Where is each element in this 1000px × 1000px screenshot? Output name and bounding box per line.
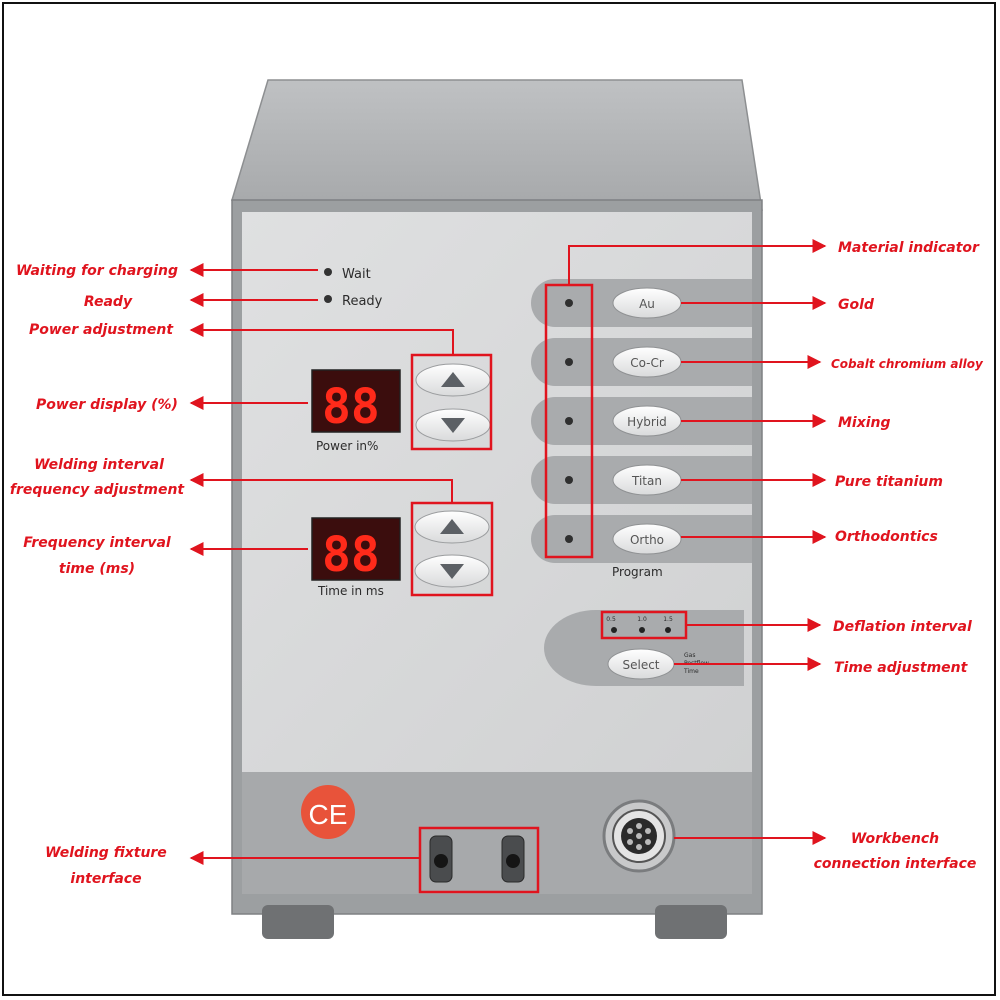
callout-gold: Gold xyxy=(838,297,875,313)
triangle-up-icon xyxy=(440,519,464,534)
callout-power-adjustment: Power adjustment xyxy=(29,322,174,338)
arrow-power-adjustment xyxy=(189,323,454,355)
gas-tick-label: 1.5 xyxy=(663,616,673,623)
power-digits: 88 xyxy=(322,379,380,435)
gas-led xyxy=(611,627,617,633)
gas-led xyxy=(639,627,645,633)
callout-arrows xyxy=(189,239,827,865)
ortho-button-label: Ortho xyxy=(630,533,664,547)
right-callouts: Material indicator Gold Cobalt chromium … xyxy=(814,240,984,872)
triangle-down-icon xyxy=(441,418,465,433)
power-display: 88 Power in% xyxy=(311,369,401,453)
callout-ready: Ready xyxy=(84,294,133,310)
callout-material-indicator: Material indicator xyxy=(838,240,980,256)
wait-label: Wait xyxy=(342,267,371,282)
callout-freq-adj-line2: frequency adjustment xyxy=(10,482,186,498)
material-led xyxy=(565,476,573,484)
time-digits: 88 xyxy=(322,527,380,583)
co-cr-button-label: Co-Cr xyxy=(630,356,664,370)
callout-workbench-line2: connection interface xyxy=(814,856,977,872)
foot-left xyxy=(262,905,334,939)
ortho-button[interactable] xyxy=(612,523,682,555)
left-callouts: Waiting for charging Ready Power adjustm… xyxy=(10,263,186,887)
material-led xyxy=(565,417,573,425)
callout-freq-adj-line1: Welding interval xyxy=(34,457,164,473)
wait-led xyxy=(324,268,332,276)
fixture-highlight xyxy=(418,826,540,894)
material-led xyxy=(565,535,573,543)
ready-led xyxy=(324,295,332,303)
callout-freq-time-line1: Frequency interval xyxy=(23,535,171,551)
arrow-material-indicator xyxy=(568,239,827,285)
callout-waiting: Waiting for charging xyxy=(16,263,178,279)
material-led xyxy=(565,358,573,366)
gas-tick-label: 1.0 xyxy=(637,616,647,623)
callout-time-adjustment: Time adjustment xyxy=(834,660,969,676)
status-indicators: Wait Ready xyxy=(324,267,383,309)
material-led xyxy=(565,299,573,307)
program-section: Au Co-Cr Hybrid Titan Ortho Program xyxy=(531,279,752,579)
welding-fixture-sockets xyxy=(429,835,525,883)
time-label: Time in ms xyxy=(317,584,384,598)
ce-mark-text: CE xyxy=(309,799,348,830)
select-button-label: Select xyxy=(622,658,659,672)
callout-deflation: Deflation interval xyxy=(833,619,972,635)
callout-power-display: Power display (%) xyxy=(36,397,178,413)
callout-cobalt: Cobalt chromium alloy xyxy=(831,357,984,371)
hybrid-button-label: Hybrid xyxy=(627,415,667,429)
callout-titanium: Pure titanium xyxy=(835,474,943,490)
triangle-down-icon xyxy=(440,564,464,579)
gas-side-text: Gas xyxy=(684,652,695,659)
gas-led xyxy=(665,627,671,633)
time-buttons xyxy=(414,510,490,588)
gas-tick-label: 0.5 xyxy=(606,616,616,623)
program-label: Program xyxy=(612,565,663,579)
foot-right xyxy=(655,905,727,939)
callout-freq-time-line2: time (ms) xyxy=(59,561,135,577)
callout-workbench-line1: Workbench xyxy=(851,831,939,847)
arrow-frequency-adjustment xyxy=(189,473,453,503)
ce-mark: CE xyxy=(301,785,355,839)
ready-label: Ready xyxy=(342,294,383,309)
gas-postflow-section: 0.5 1.0 1.5 Select Gas Postflow Time xyxy=(544,610,744,686)
power-buttons xyxy=(415,363,491,442)
power-buttons-highlight xyxy=(410,353,493,451)
gas-side-text: Time xyxy=(683,668,699,675)
callout-fixture-line1: Welding fixture xyxy=(45,845,167,861)
gas-strip xyxy=(544,610,744,686)
workbench-connector xyxy=(602,799,676,873)
callout-orthodontics: Orthodontics xyxy=(835,529,938,545)
au-button-label: Au xyxy=(639,297,655,311)
callout-mixing: Mixing xyxy=(838,415,891,431)
titan-button-label: Titan xyxy=(631,474,662,488)
callout-fixture-line2: interface xyxy=(70,871,141,887)
time-display: 88 Time in ms xyxy=(311,517,401,598)
housing-top xyxy=(230,79,763,211)
power-label: Power in% xyxy=(316,439,378,453)
triangle-up-icon xyxy=(441,372,465,387)
